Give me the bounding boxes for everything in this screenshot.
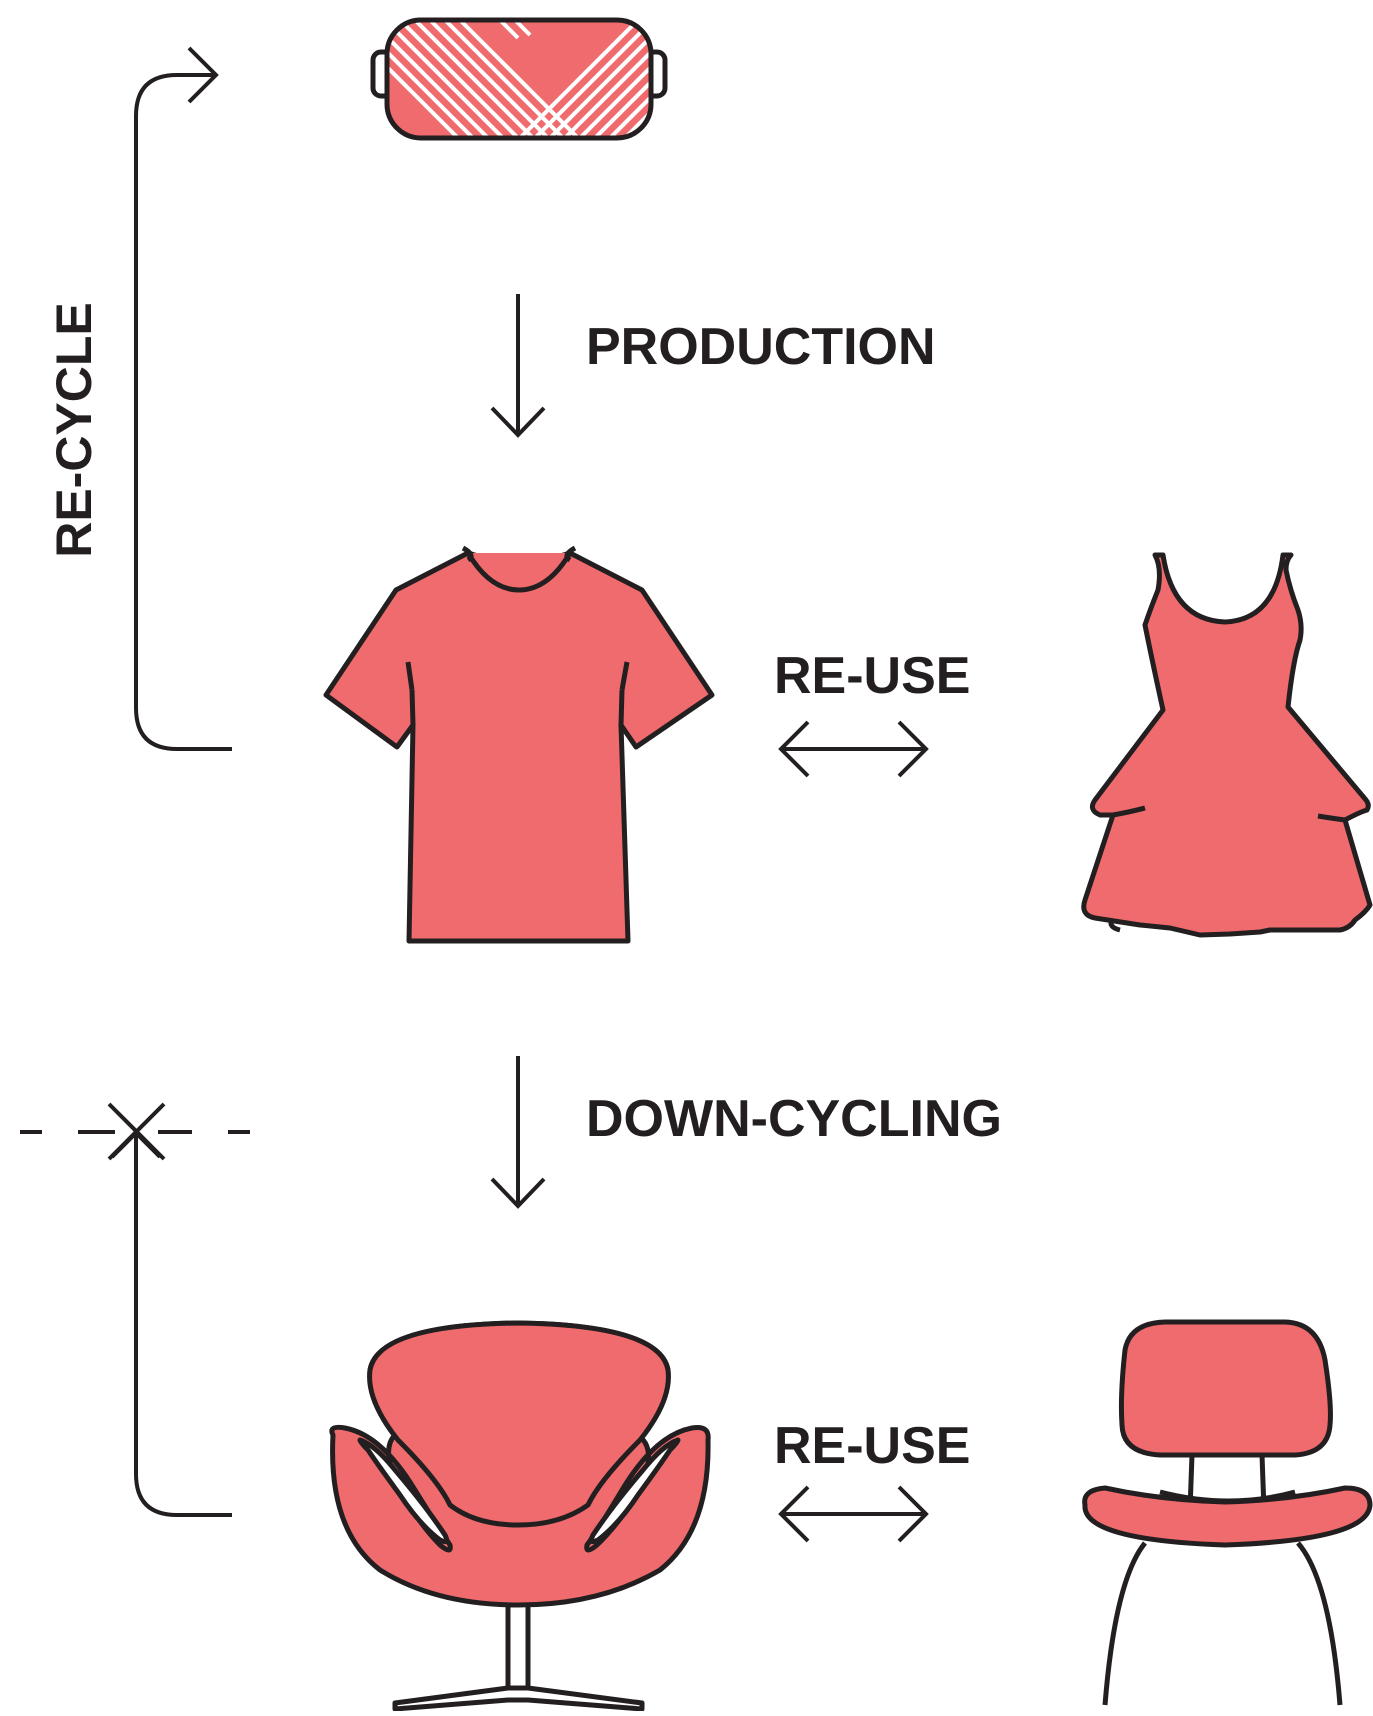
swan-chair-icon: [329, 1320, 711, 1712]
downcycling-label: DOWN-CYCLING: [586, 1090, 1002, 1148]
side-chair-icon: [1082, 1319, 1373, 1706]
recycle-label: RE-CYCLE: [46, 302, 102, 558]
fabric-roll-icon: [370, 17, 668, 141]
recycle-arrow: [134, 46, 232, 751]
t-shirt-icon: [323, 545, 715, 944]
production-label: PRODUCTION: [586, 318, 936, 376]
reuse-bottom-label: RE-USE: [774, 1417, 970, 1475]
production-arrow: [490, 294, 546, 438]
blocked-recycle-arrow: [110, 1130, 232, 1517]
dress-icon: [1081, 552, 1373, 938]
reuse-top-label: RE-USE: [774, 647, 970, 705]
reuse-bottom-arrow: [778, 1485, 929, 1543]
blocked-x-icon: [107, 1102, 166, 1161]
downcycling-arrow: [490, 1056, 546, 1209]
reuse-top-arrow: [778, 720, 929, 778]
